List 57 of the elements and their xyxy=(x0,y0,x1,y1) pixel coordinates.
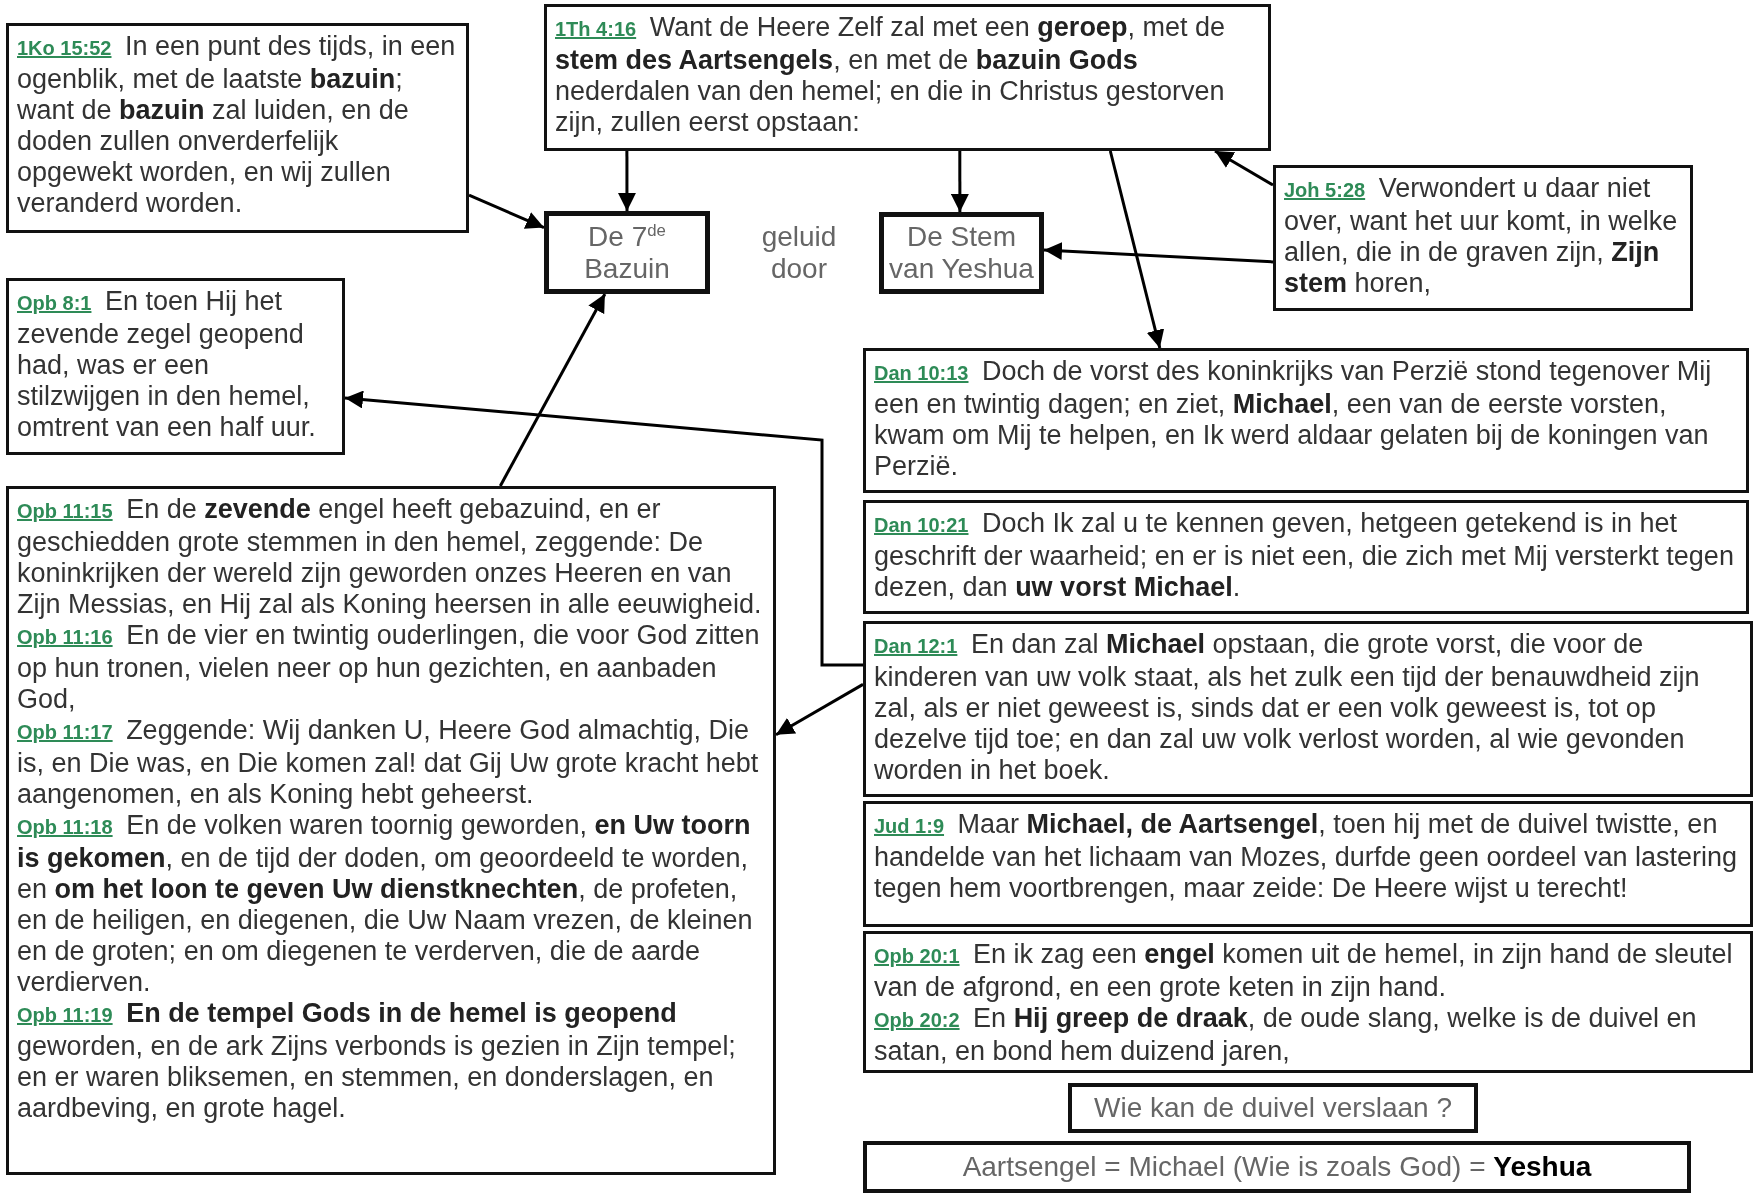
conclusion-box xyxy=(863,1141,1691,1193)
arrow xyxy=(950,151,969,212)
concept-box xyxy=(879,212,1044,294)
verse-text: Opb 11:15 En de zevende engel heeft gebazuind, en er geschiedden grote stemmen in den hemel, zeggende: De koninkrijken der wereld zijn geworden onzes Heeren en van Zijn Messias, en Hij zal als Koning heersen in alle eeuwigheid. xyxy=(17,494,763,620)
verse-box xyxy=(863,621,1753,797)
arrow xyxy=(617,151,636,211)
question-text: Wie kan de duivel verslaan ? xyxy=(1094,1092,1452,1124)
verse-reference-link: Joh 5:28 xyxy=(1284,179,1366,201)
arrow xyxy=(499,293,607,487)
verse-reference-link: Opb 11:17 xyxy=(17,721,113,743)
verse-text: Dan 12:1 En dan zal Michael opstaan, die grote vorst, die voor de kinderen van uw volk staat, als het zulk een tijd der benauwdheid zijn zal, als er niet geweest is, sinds dat er een volk geweest is, tot op dezelve tijd toe; en dan zal uw volk verlost worden, al wie gevonden worden in het boek. xyxy=(874,629,1701,786)
verse-reference-link: Dan 10:21 xyxy=(874,514,969,536)
arrow xyxy=(775,683,864,736)
verse-reference-link: Opb 8:1 xyxy=(17,292,92,314)
verse-text: Opb 20:2 En Hij greep de draak, de oude slang, welke is de duivel en satan, en bond hem duizend jaren, xyxy=(874,1003,1698,1067)
verse-reference-link: 1Th 4:16 xyxy=(555,18,637,40)
verse-box xyxy=(863,348,1749,493)
concept-text: De Stem van Yeshua xyxy=(888,221,1035,285)
arrow xyxy=(1043,241,1274,264)
verse-box xyxy=(863,931,1753,1073)
verse-reference-link: Dan 10:13 xyxy=(874,362,969,384)
verse-text: Joh 5:28 Verwondert u daar niet over, want het uur komt, in welke allen, die in de graven zijn, Zijn stem horen, xyxy=(1284,173,1679,299)
verse-reference-link: Opb 11:15 xyxy=(17,500,113,522)
concept-text: De 7$^{de}$ Bazuin xyxy=(583,220,671,285)
question-box xyxy=(1068,1083,1478,1133)
concept-box xyxy=(544,211,710,294)
verse-text: Opb 11:18 En de volken waren toornig geworden, en Uw toorn is gekomen, en de tijd der doden, om geoordeeld te worden, en om het loon te geven Uw dienstknechten, de profeten, en de heiligen, en diegenen, die Uw Naam vrezen, de kleinen en de groten; en om diegenen te verderven, die de aarde verdierven. xyxy=(17,810,754,998)
verse-text: Jud 1:9 Maar Michael, de Aartsengel, toen hij met de duivel twistte, en handelde van het lichaam van Mozes, durfde geen oordeel van lastering tegen hem voortbrengen, maar zeide: De Heere wijst u terecht! xyxy=(874,809,1739,904)
verse-text: 1Th 4:16 Want de Heere Zelf zal met een geroep, met de stem des Aartsengels, en met de bazuin Gods nederdalen van den hemel; en die in Christus gestorven zijn, zullen eerst opstaan: xyxy=(555,12,1226,138)
verse-text: Opb 11:19 En de tempel Gods in de hemel is geopend geworden, en de ark Zijns verbonds is gezien in Zijn tempel; en er waren bliksemen, en stemmen, en donderslagen, en aardbeving, en grote hagel. xyxy=(17,998,737,1124)
verse-text: Opb 20:1 En ik zag een engel komen uit de hemel, in zijn hand de sleutel van de afgrond, en een grote keten in zijn hand. xyxy=(874,939,1734,1003)
verse-reference-link: Opb 11:16 xyxy=(17,626,113,648)
verse-box xyxy=(6,278,345,455)
arrow xyxy=(344,390,863,667)
verse-text: Opb 11:16 En de vier en twintig ouderlingen, die voor God zitten op hun tronen, vielen neer op hun gezichten, en aanbaden God, xyxy=(17,620,761,715)
verse-text: Dan 10:13 Doch de vorst des koninkrijks van Perzië stond tegenover Mij een en twintig dagen; en ziet, Michael, een van de eerste vorsten, kwam om Mij te helpen, en Ik werd aldaar gelaten bij de koningen van Perzië. xyxy=(874,356,1713,482)
verse-box xyxy=(544,4,1271,151)
annotation-text: geluid door xyxy=(760,221,838,285)
verse-reference-link: Opb 11:19 xyxy=(17,1004,113,1026)
verse-reference-link: Jud 1:9 xyxy=(874,815,945,837)
arrow xyxy=(1214,149,1274,187)
verse-reference-link: Opb 20:2 xyxy=(874,1009,960,1031)
verse-box xyxy=(863,500,1749,614)
verse-box xyxy=(863,801,1753,927)
verse-reference-link: 1Ko 15:52 xyxy=(17,37,112,59)
verse-reference-link: Opb 20:1 xyxy=(874,945,960,967)
arrow xyxy=(1108,150,1165,349)
verse-box xyxy=(6,486,776,1175)
conclusion-text: Aartsengel = Michael (Wie is zoals God) = Yeshua xyxy=(962,1151,1592,1183)
verse-reference-link: Dan 12:1 xyxy=(874,635,958,657)
arrow xyxy=(468,193,545,229)
verse-box xyxy=(1273,165,1693,311)
verse-text: 1Ko 15:52 In een punt des tijds, in een ogenblik, met de laatste bazuin; want de bazuin zal luiden, en de doden zullen onverderfelijk opgewekt worden, en wij zullen veranderd worden. xyxy=(17,31,457,219)
verse-text: Dan 10:21 Doch Ik zal u te kennen geven, hetgeen getekend is in het geschrift der waarheid; en er is niet een, die zich met Mij versterkt tegen dezen, dan uw vorst Michael. xyxy=(874,508,1735,603)
verse-text: Opb 8:1 En toen Hij het zevende zegel geopend had, was er een stilzwijgen in den hemel, omtrent van een half uur. xyxy=(17,286,317,443)
verse-reference-link: Opb 11:18 xyxy=(17,816,113,838)
verse-text: Opb 11:17 Zeggende: Wij danken U, Heere God almachtig, Die is, en Die was, en Die komen zal! dat Gij Uw grote kracht hebt aangenomen, en als Koning hebt geheerst. xyxy=(17,715,760,810)
